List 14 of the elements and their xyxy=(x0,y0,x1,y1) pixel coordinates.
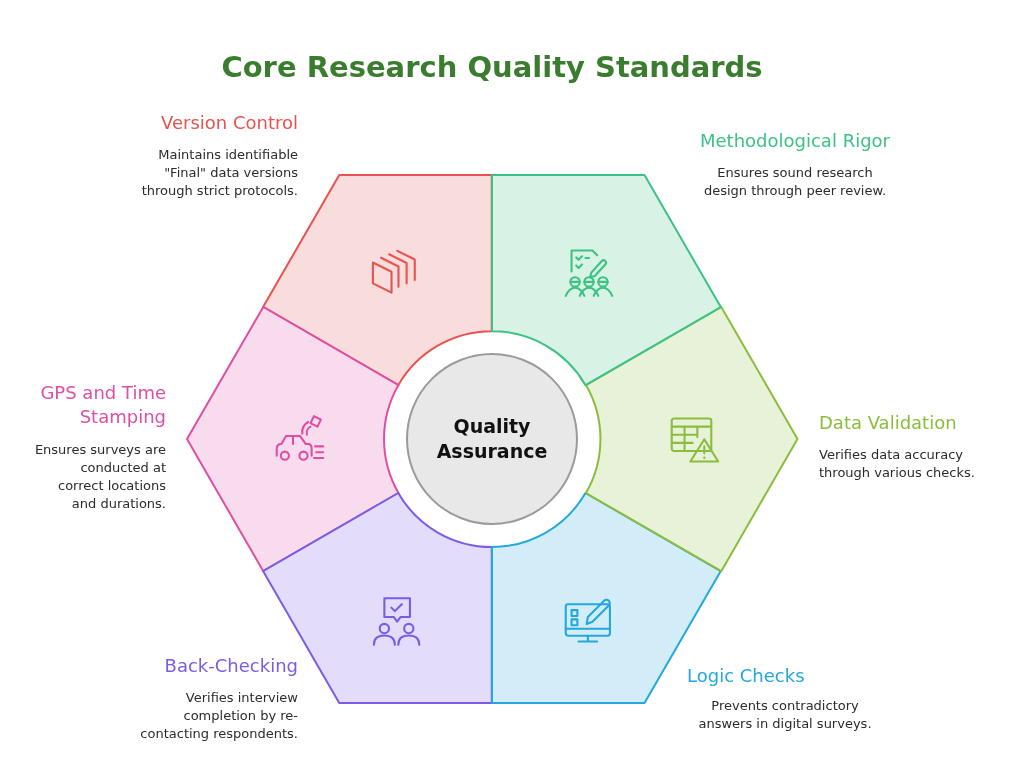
description-text: Ensures sound research design through peer review. xyxy=(703,164,887,200)
diagram-title: Core Research Quality Standards xyxy=(221,49,763,86)
category-heading: Data Validation xyxy=(819,411,958,435)
description-text: Maintains identifiable "Final" data versions through strict protocols. xyxy=(140,146,298,200)
center-label: Quality Assurance xyxy=(435,414,549,464)
category-heading: Back-Checking xyxy=(163,654,298,678)
category-heading: Version Control xyxy=(160,111,298,135)
category-heading: Logic Checks xyxy=(687,664,806,688)
description-text: Verifies data accuracy through various checks. xyxy=(819,446,976,482)
category-heading: GPS and Time Stamping xyxy=(39,381,166,429)
description-text: Ensures surveys are conducted at correct locations and durations. xyxy=(33,441,166,513)
description-text: Verifies interview completion by re-contacting respondents. xyxy=(139,689,298,743)
category-heading: Methodological Rigor xyxy=(699,129,891,153)
description-text: Prevents contradictory answers in digital surveys. xyxy=(697,697,873,733)
